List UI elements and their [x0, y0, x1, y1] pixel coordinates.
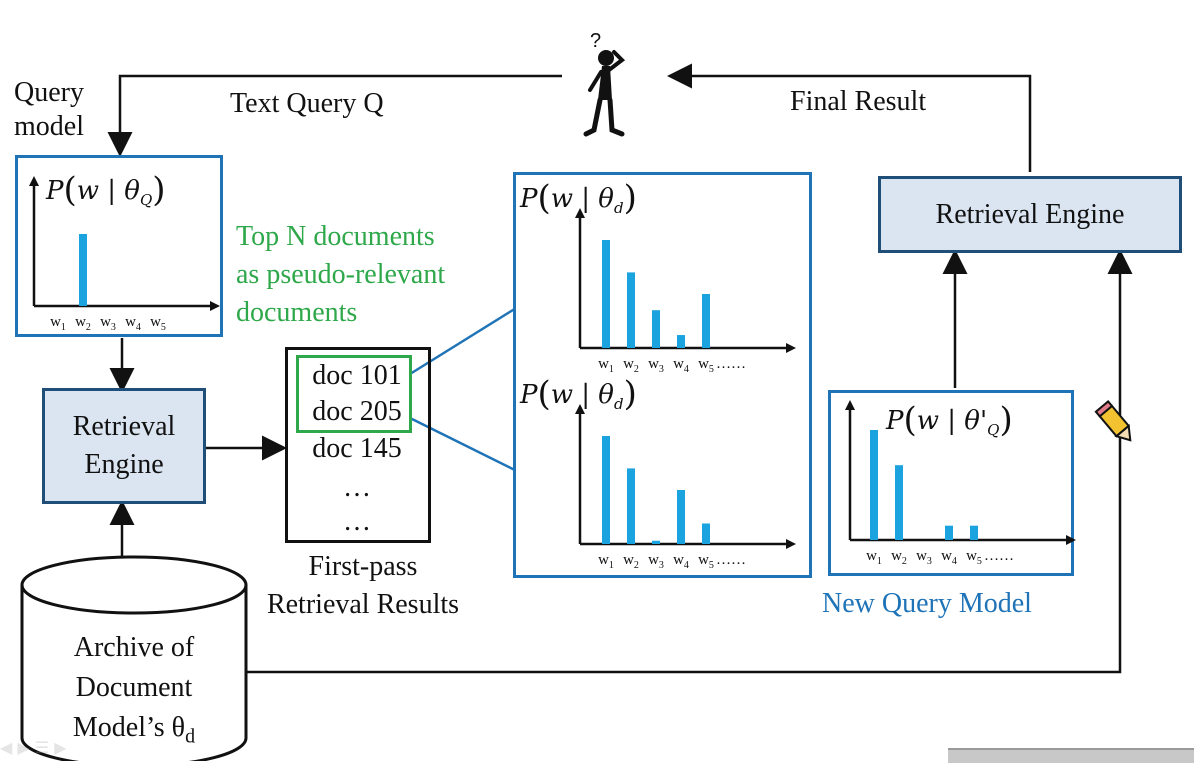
doc-item-1: doc 101 — [312, 360, 402, 391]
doc2-bar-5 — [702, 523, 710, 544]
query-x-axis-head — [210, 301, 220, 311]
doc2-y-axis-head — [575, 404, 585, 414]
doc1-tick-6: …… — [716, 356, 746, 372]
doc-item-3: doc 145 — [312, 433, 402, 464]
doc-models-box — [513, 172, 812, 578]
new-query-model-label: New Query Model — [822, 588, 1032, 619]
newq-prob-label: P(w | θ'Q) — [886, 400, 1013, 440]
doc1-prob-label: P(w | θd) — [520, 178, 637, 218]
text-query-label: Text Query Q — [230, 88, 384, 119]
newq-bar-5 — [970, 525, 978, 540]
first-pass-label: First-pass Retrieval Results — [266, 551, 460, 620]
doc1-bar-5 — [702, 294, 710, 348]
final-result-arrow — [667, 63, 1032, 172]
doc2-bar-4 — [677, 490, 685, 544]
newq-tick-6: …… — [984, 548, 1014, 564]
newq-x-axis-head — [1066, 535, 1076, 545]
doc2-x-axis-head — [786, 539, 796, 549]
newq-bar-1 — [870, 430, 878, 540]
text-query-arrow — [107, 74, 562, 157]
doc-item-2: doc 205 — [312, 396, 402, 427]
doc-item-4: … — [343, 472, 371, 503]
newq-bar-2 — [895, 465, 903, 540]
top-n-label: Top N documents as pseudo-relevant docum… — [236, 221, 446, 328]
thinking-person-icon: ? — [576, 30, 636, 140]
selected-docs-box — [296, 355, 412, 433]
retrieval-engine-top: Retrieval Engine — [878, 176, 1182, 253]
slide-nav-controls[interactable]: ◀ ▶ ☰ ▶ — [0, 738, 67, 757]
archive-label: Archive of Document Model’s θd — [72, 632, 196, 748]
doc1-bar-3 — [652, 310, 660, 348]
first-pass-box — [285, 347, 431, 543]
newq-y-axis-head — [845, 400, 855, 410]
new-query-model-box — [828, 390, 1074, 576]
query-model-label: Query model — [14, 77, 84, 142]
query-y-axis-head — [29, 176, 39, 186]
doc1-bar-2 — [627, 272, 635, 348]
query-bar-2 — [79, 234, 87, 306]
doc1-x-axis-head — [786, 343, 796, 353]
doc1-y-axis-head — [575, 208, 585, 218]
archive-to-top-engine-arrow — [246, 249, 1133, 674]
doc-item-5: … — [343, 506, 371, 537]
retrieval-engine-left: Retrieval Engine — [42, 388, 206, 504]
doc2-tick-6: …… — [716, 552, 746, 568]
doc1-bar-4 — [677, 335, 685, 348]
final-result-label: Final Result — [790, 86, 927, 117]
media-control-bar[interactable] — [948, 748, 1194, 763]
doc2-bar-2 — [627, 468, 635, 544]
newq-bar-4 — [945, 525, 953, 540]
doc1-bar-1 — [602, 240, 610, 348]
doc2-prob-label: P(w | θd) — [520, 374, 637, 414]
doc2-bar-3 — [652, 540, 660, 544]
question-mark: ? — [590, 30, 602, 52]
doc2-bar-1 — [602, 436, 610, 544]
query-model-prob-label: P(w | θQ) — [46, 170, 166, 210]
